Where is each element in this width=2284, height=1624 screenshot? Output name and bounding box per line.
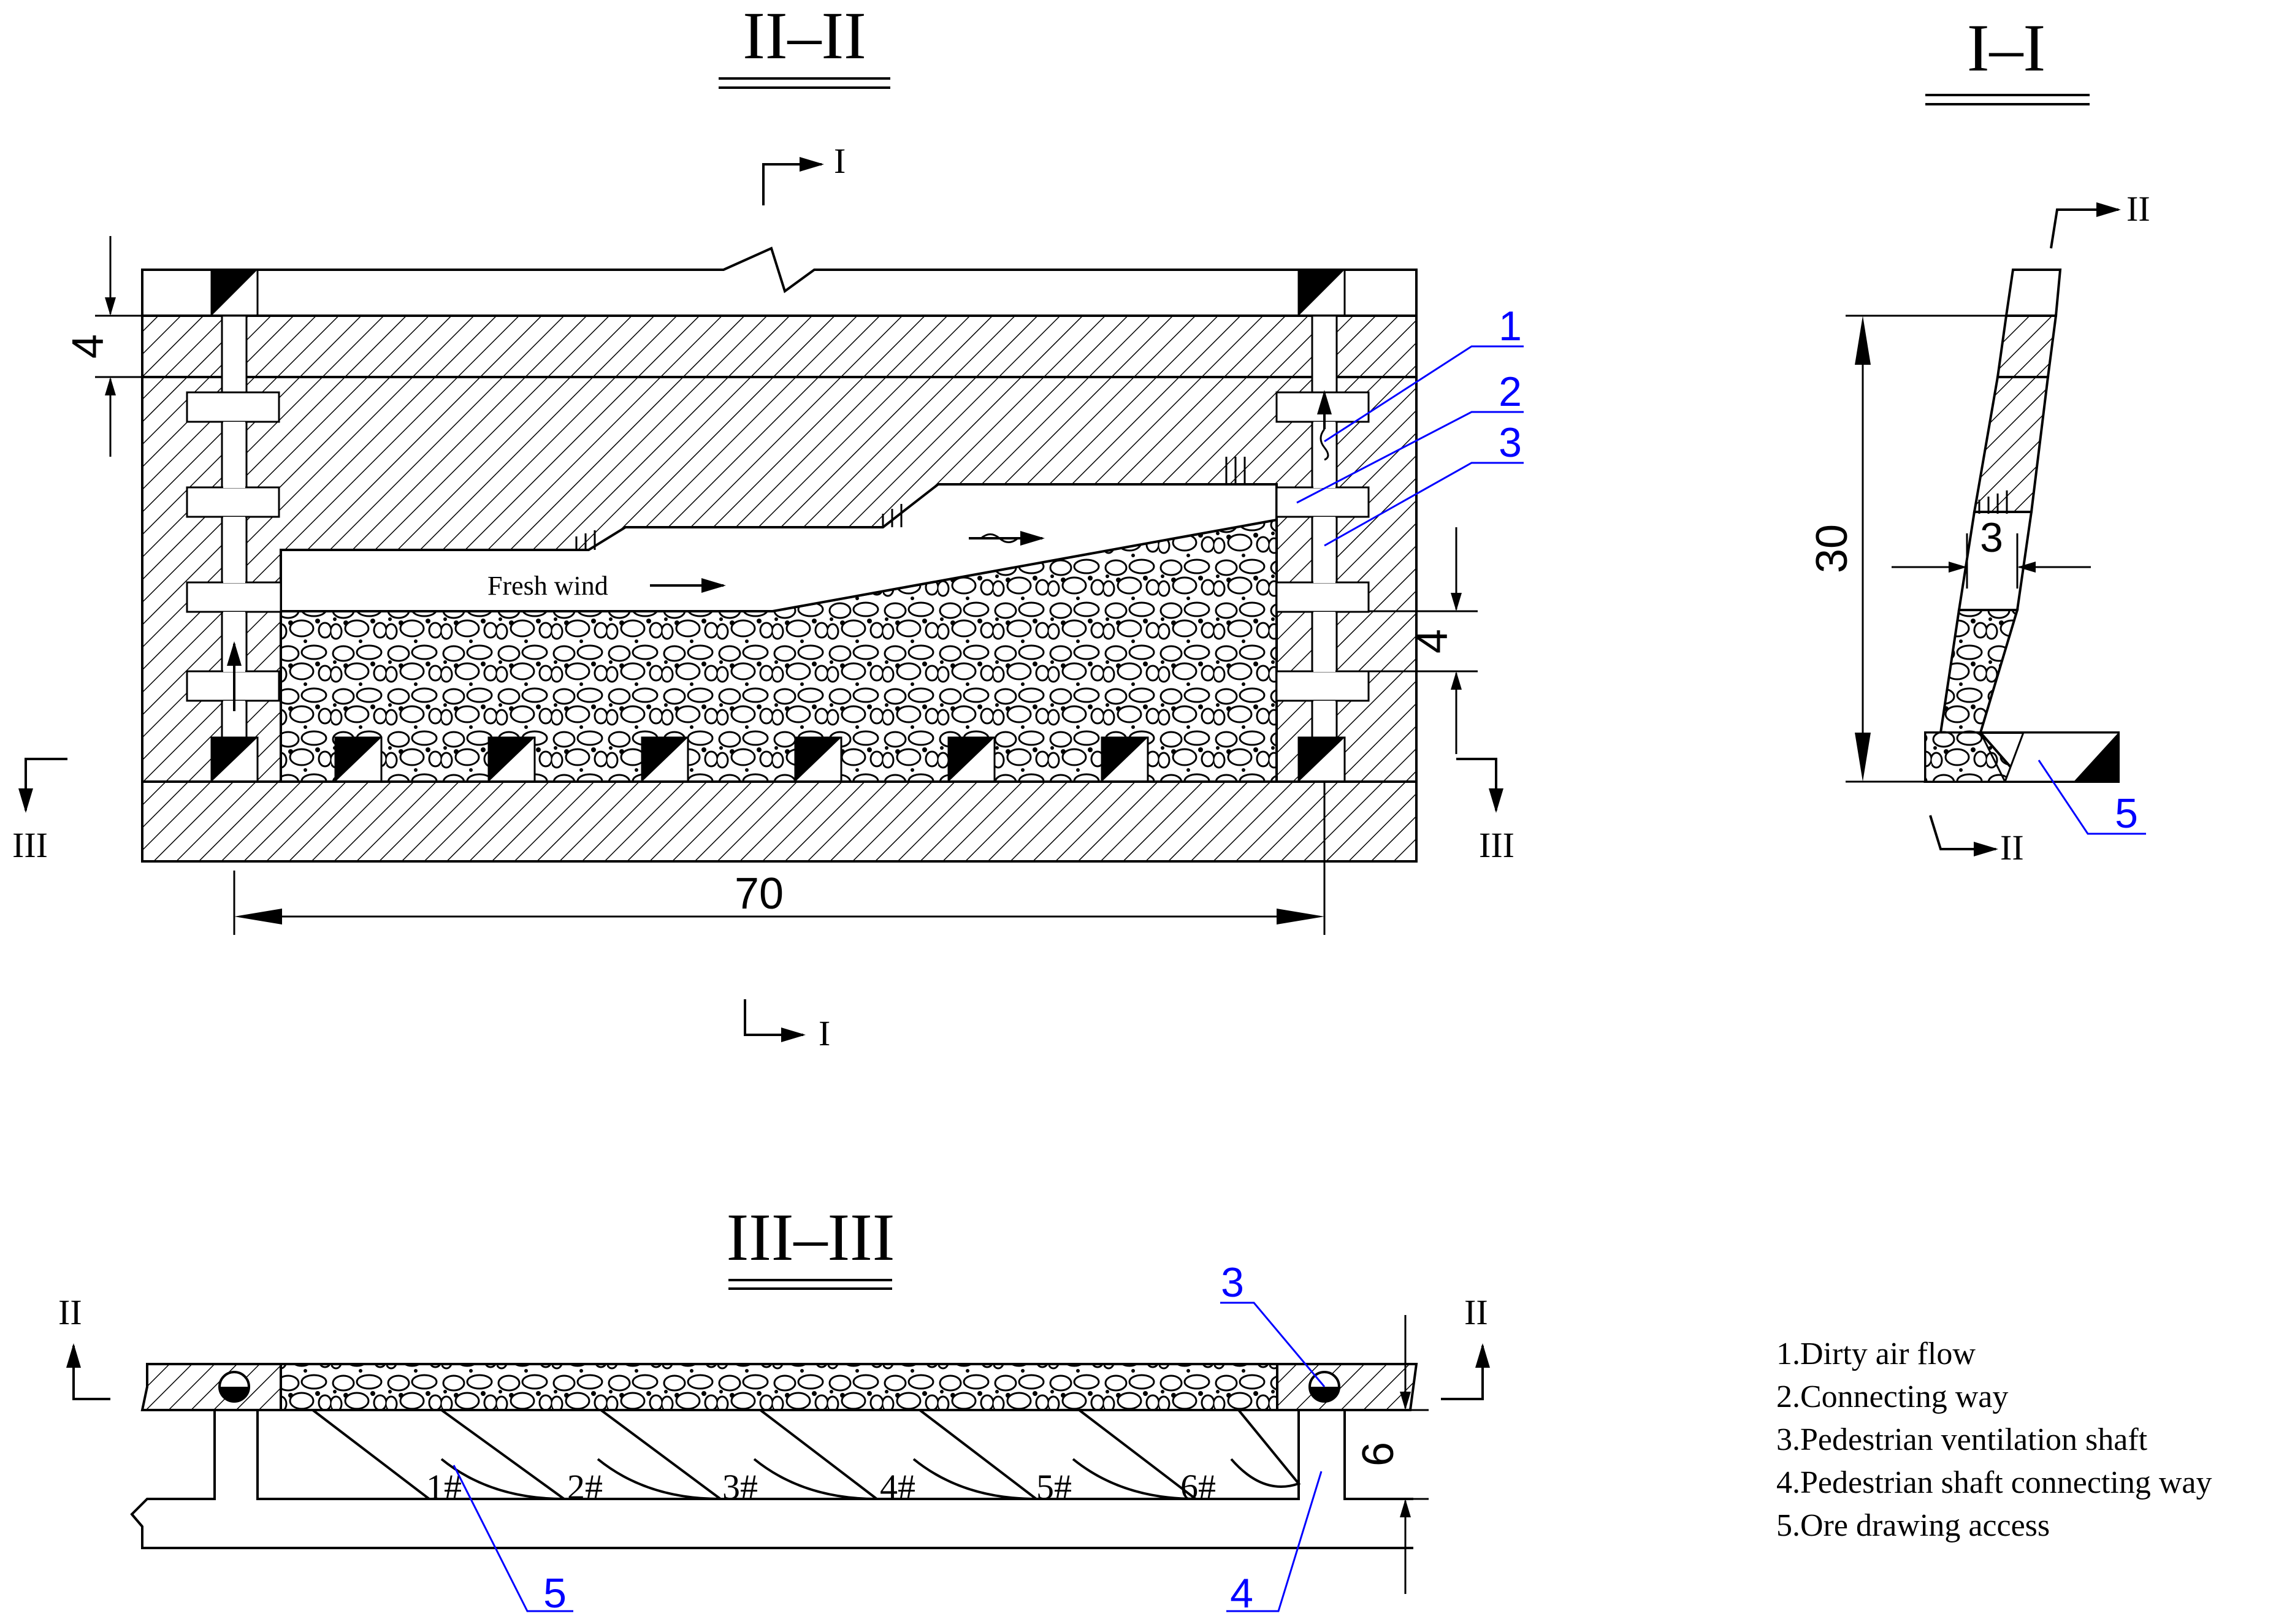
legend-item-2: 2.Connecting way xyxy=(1776,1379,2008,1414)
svg-text:III: III xyxy=(1479,825,1514,865)
svg-text:4: 4 xyxy=(1408,629,1457,654)
legend-item-3: 3.Pedestrian ventilation shaft xyxy=(1776,1422,2148,1457)
svg-text:3#: 3# xyxy=(722,1467,758,1507)
right-pedestrian-shaft xyxy=(1275,315,1370,783)
dim-shaft-width: 3 xyxy=(1892,514,2091,589)
section-mark-iii-right: III xyxy=(1456,758,1514,865)
svg-text:30: 30 xyxy=(1808,524,1857,573)
svg-text:1#: 1# xyxy=(426,1467,462,1507)
svg-text:II: II xyxy=(1464,1292,1488,1332)
fresh-air-channel xyxy=(280,483,1278,612)
svg-text:1: 1 xyxy=(1499,303,1522,349)
callout-2: 2 xyxy=(1296,368,1524,504)
svg-text:4: 4 xyxy=(1230,1570,1253,1617)
svg-text:4#: 4# xyxy=(880,1467,915,1507)
svg-text:5: 5 xyxy=(2115,790,2138,837)
legend-item-1: 1.Dirty air flow xyxy=(1776,1336,1976,1371)
dim-block-height: 30 xyxy=(1808,315,2005,783)
section-mark-i-top: I xyxy=(762,141,846,205)
drawpoint-row xyxy=(210,736,1346,783)
upper-rock-band xyxy=(141,315,1418,378)
section-mark-i-bottom: I xyxy=(744,999,830,1053)
callout-4-plan: 4 xyxy=(1226,1471,1323,1617)
upper-level-drift xyxy=(141,246,1418,317)
section-ii-ii: II–II xyxy=(12,0,1524,1053)
svg-text:II: II xyxy=(58,1292,82,1332)
dim-block-length: 70 xyxy=(233,782,1326,935)
section-ii-ii-title: II–II xyxy=(743,0,866,73)
fresh-wind-label: Fresh wind xyxy=(487,571,608,601)
svg-text:3: 3 xyxy=(1221,1259,1244,1306)
inclined-raise-top xyxy=(2004,269,2062,317)
legend-item-4: 4.Pedestrian shaft connecting way xyxy=(1776,1465,2212,1500)
svg-text:6#: 6# xyxy=(1180,1467,1216,1507)
section-iii-iii: III–III 1# 2# 3# 4# xyxy=(58,1200,1490,1617)
section-mark-iii-left: III xyxy=(12,758,67,865)
callout-5-plan: 5 xyxy=(453,1465,573,1617)
dim-shaft-spacing: 4 xyxy=(1369,527,1478,754)
plan-lower-drift xyxy=(130,1410,1413,1549)
svg-text:I: I xyxy=(819,1013,830,1053)
section-mark-ii-left: II xyxy=(58,1292,110,1400)
callout-1: 1 xyxy=(1324,303,1524,443)
hatch-ticks xyxy=(575,457,1246,550)
svg-text:5#: 5# xyxy=(1036,1467,1072,1507)
section-iii-iii-title: III–III xyxy=(727,1200,895,1275)
callout-5-section: 5 xyxy=(2038,760,2146,837)
svg-text:III: III xyxy=(12,825,48,865)
svg-text:4: 4 xyxy=(64,334,113,359)
dim-level-height: 4 xyxy=(64,236,142,457)
svg-text:6: 6 xyxy=(1354,1442,1403,1466)
section-i-i-title: I–I xyxy=(1967,10,2045,85)
section-mark-ii-top: II xyxy=(2050,189,2150,249)
section-mark-ii-bottom: II xyxy=(1929,815,2024,867)
svg-text:2#: 2# xyxy=(567,1467,603,1507)
svg-text:I: I xyxy=(834,141,846,181)
callout-3-plan: 3 xyxy=(1220,1259,1326,1387)
lower-rock-band xyxy=(141,780,1418,863)
svg-text:II: II xyxy=(2000,828,2024,867)
svg-text:3: 3 xyxy=(1980,514,2003,561)
inclined-rock-upper xyxy=(1996,315,2058,378)
svg-text:II: II xyxy=(2126,189,2150,229)
svg-text:2: 2 xyxy=(1499,368,1522,415)
section-mark-ii-right: II xyxy=(1441,1292,1490,1400)
legend-item-5: 5.Ore drawing access xyxy=(1776,1508,2050,1543)
svg-text:3: 3 xyxy=(1499,419,1522,466)
inclined-rock-mid xyxy=(1973,376,2050,513)
plan-ore-strip xyxy=(280,1363,1278,1411)
drawpoint-labels: 1# 2# 3# 4# 5# 6# xyxy=(426,1467,1216,1507)
left-pedestrian-shaft xyxy=(186,315,282,783)
section-i-i: I–I II II 30 xyxy=(1808,10,2150,867)
svg-text:70: 70 xyxy=(735,869,784,918)
legend: 1.Dirty air flow 2.Connecting way 3.Pede… xyxy=(1776,1336,2212,1543)
svg-text:5: 5 xyxy=(543,1570,567,1617)
callout-3: 3 xyxy=(1324,419,1524,547)
dim-access-height: 6 xyxy=(1345,1315,1429,1594)
